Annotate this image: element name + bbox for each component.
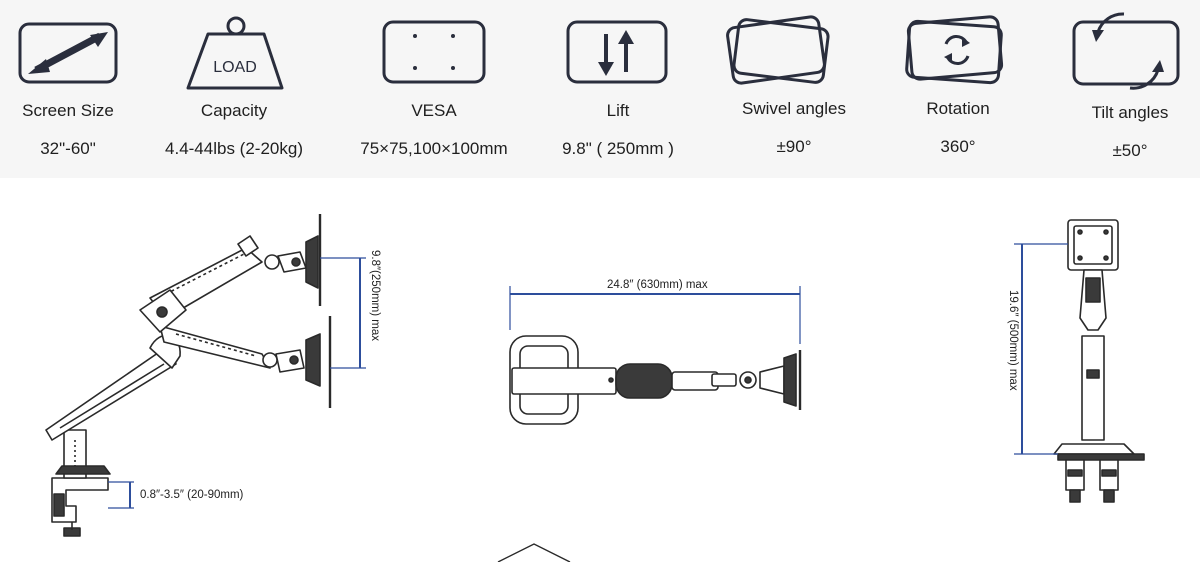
spec-value: 360°: [940, 137, 976, 156]
spec-value: 75×75,100×100mm: [360, 139, 508, 158]
height-dimension: [1014, 243, 1068, 455]
load-weight-icon: LOAD: [186, 16, 284, 90]
spec-label: Swivel angles: [742, 99, 846, 118]
front-view-diagram: [1053, 219, 1145, 503]
monitor-arm-diagrams: 9.8″(250mm) max 0.8″-3.5″ (20-90mm): [45, 214, 1145, 562]
spec-screen-size: Screen Size 32"-60": [0, 0, 148, 178]
lift-dimension: [320, 257, 366, 369]
rotation-arrows-icon: [905, 15, 1004, 85]
spec-value: ±50°: [1112, 141, 1148, 160]
diagonal-arrow-screen-icon: [18, 22, 118, 84]
extension-dimension-label: 24.8″ (630mm) max: [607, 279, 708, 291]
extension-dimension: [509, 286, 801, 344]
spec-label: Rotation: [926, 99, 990, 118]
spec-vesa: VESA 75×75,100×100mm: [354, 0, 514, 178]
spec-label: Lift: [606, 101, 630, 120]
page-tab-shape: [497, 543, 571, 562]
vesa-holes-icon: [382, 20, 486, 84]
tilt-arrows-icon: [1072, 12, 1180, 90]
spec-label: Screen Size: [22, 101, 114, 120]
clamp-dimension-label: 0.8″-3.5″ (20-90mm): [140, 489, 244, 501]
spec-value: 4.4-44lbs (2-20kg): [165, 139, 303, 158]
height-dimension-label: 19.6″ (500mm) max: [1007, 290, 1019, 391]
lift-dimension-label: 9.8″(250mm) max: [369, 250, 381, 341]
spec-label: Tilt angles: [1091, 103, 1169, 122]
spec-lift: Lift 9.8" ( 250mm ): [538, 0, 698, 178]
spec-value: 32"-60": [40, 139, 96, 158]
spec-label: Capacity: [200, 101, 268, 120]
diagram-area: 9.8″(250mm) max 0.8″-3.5″ (20-90mm): [0, 178, 1200, 562]
spec-value: 9.8" ( 250mm ): [562, 139, 674, 158]
load-text: LOAD: [213, 59, 257, 76]
top-view-diagram: [509, 335, 802, 425]
up-down-arrows-icon: [566, 20, 668, 84]
spec-capacity: LOAD Capacity 4.4-44lbs (2-20kg): [154, 0, 314, 178]
spec-value: ±90°: [776, 137, 812, 156]
spec-label: VESA: [411, 101, 457, 120]
clamp-dimension: [108, 481, 134, 509]
spec-rotation: Rotation 360°: [878, 0, 1038, 178]
side-view-diagram: [45, 214, 332, 537]
spec-row: Screen Size 32"-60" LOAD Capacity 4.4-44…: [0, 0, 1200, 178]
spec-swivel: Swivel angles ±90°: [714, 0, 874, 178]
swivel-screens-icon: [726, 15, 830, 85]
spec-tilt: Tilt angles ±50°: [1050, 0, 1200, 178]
